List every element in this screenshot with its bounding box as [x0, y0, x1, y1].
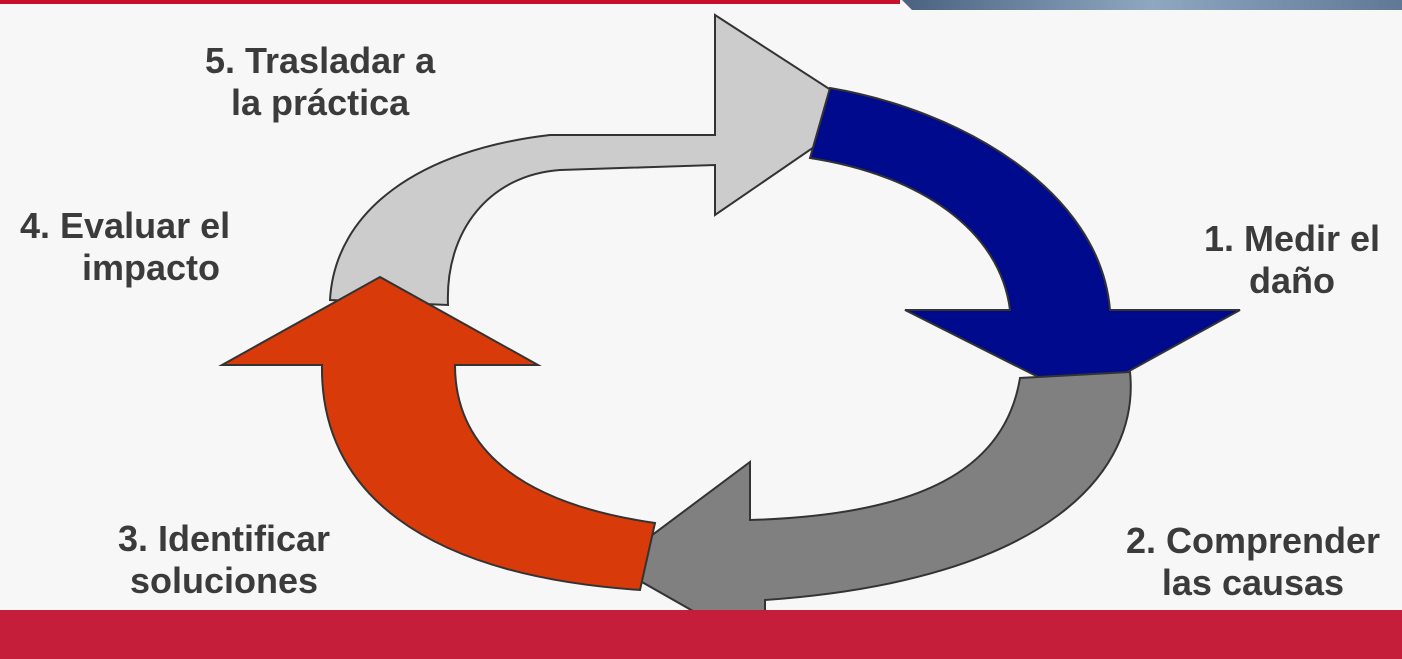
step-1-label: 1. Medir el daño — [1204, 218, 1380, 302]
step-4-label: 4. Evaluar el impacto — [20, 205, 230, 289]
step-5-line-1: 5. Trasladar a — [205, 40, 436, 81]
step-3-line-1: 3. Identificar — [118, 518, 331, 559]
top-accent-rule — [0, 0, 900, 4]
step-4-line-2: impacto — [82, 247, 221, 288]
step-2-line-1: 2. Comprender — [1125, 520, 1380, 561]
step-1-line-2: daño — [1248, 260, 1335, 301]
arrow-step-4-5 — [328, 13, 867, 307]
step-2-line-2: las causas — [1161, 562, 1345, 603]
step-4-line-1: 4. Evaluar el — [20, 205, 231, 246]
step-5-label: 5. Trasladar a la práctica — [205, 40, 435, 124]
step-3-label: 3. Identificar soluciones — [118, 518, 330, 602]
arrow-step-3 — [218, 275, 657, 592]
arrow-step-1 — [808, 86, 1241, 400]
step-5-line-2: la práctica — [231, 82, 410, 123]
step-1-line-1: 1. Medir el — [1203, 218, 1380, 259]
step-2-label: 2. Comprender las causas — [1126, 520, 1380, 604]
bottom-band — [0, 610, 1402, 659]
step-3-line-2: soluciones — [130, 560, 319, 601]
top-right-banner-image — [902, 0, 1402, 10]
